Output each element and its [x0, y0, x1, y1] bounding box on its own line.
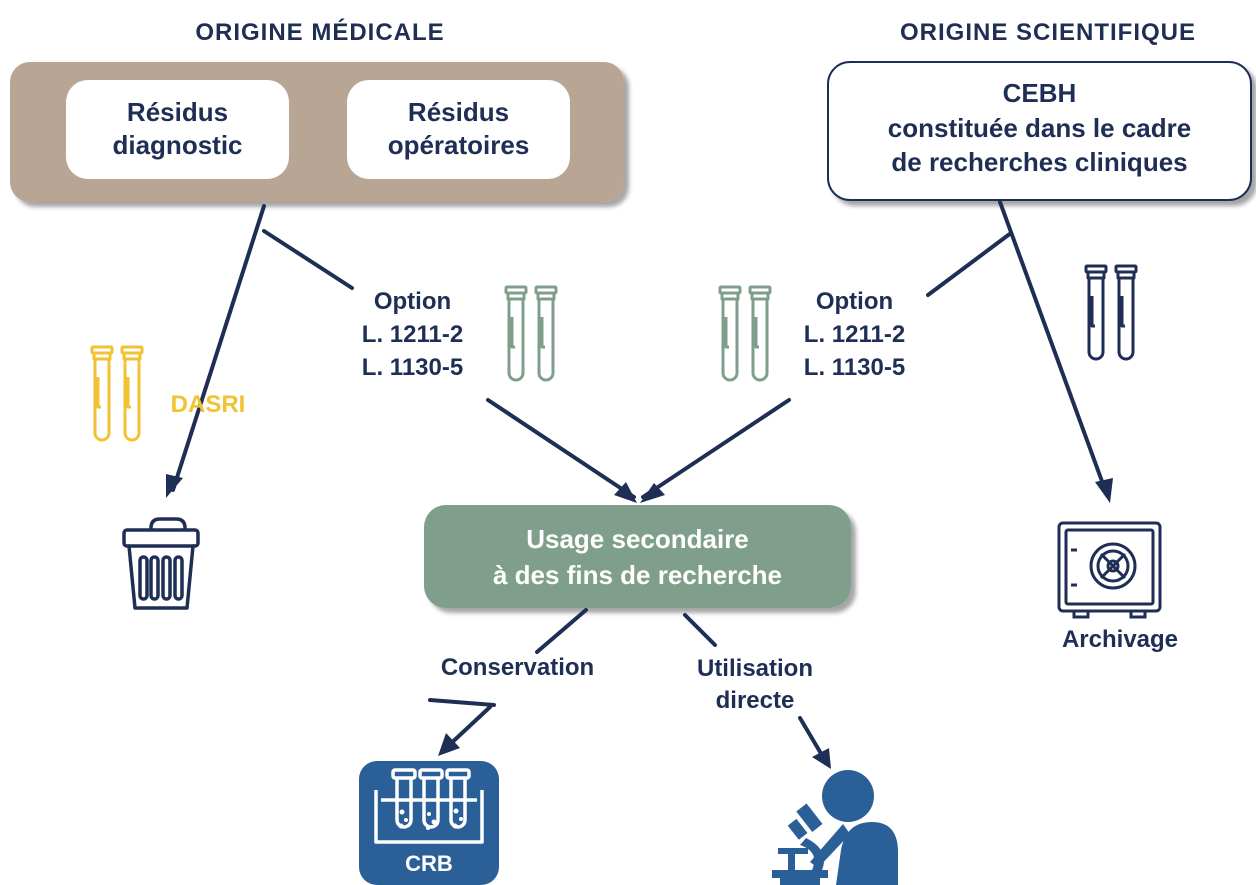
test-tubes-icon [718, 285, 772, 382]
option-left-label: Option L. 1211-2 L. 1130-5 [361, 288, 464, 382]
arrow-to-researcher [812, 748, 831, 769]
usage-secondaire-label: Usage secondaire à des fins de recherche [492, 524, 783, 590]
residus-diagnostic-box [66, 80, 289, 179]
conservation-label: Conservation [440, 654, 595, 681]
microscope-researcher-icon [772, 770, 898, 885]
crb-label: CRB [405, 851, 453, 876]
test-tubes-icon [1084, 264, 1138, 361]
connector-lines [171, 200, 1109, 764]
option-right-label: Option L. 1211-2 L. 1130-5 [803, 288, 906, 382]
scientific-origin-title: ORIGINE SCIENTIFIQUE [899, 19, 1197, 46]
safe-icon [1057, 521, 1162, 619]
residus-operatoires-box [347, 80, 570, 179]
medical-origin-title: ORIGINE MÉDICALE [195, 19, 445, 46]
residus-operatoires-label: Résidus opératoires [387, 97, 530, 160]
usage-secondaire-box [424, 505, 851, 608]
arrow-to-crb [438, 733, 460, 756]
test-tubes-icon [504, 285, 558, 382]
arrow-to-archivage [1095, 478, 1113, 503]
cebh-label: CEBH constituée dans le cadre de recherc… [887, 78, 1192, 178]
test-tubes-icon [90, 345, 144, 442]
scientific-origin-box [827, 61, 1252, 201]
arrowheads [166, 474, 1113, 769]
utilisation-directe-label: Utilisation directe [696, 655, 813, 714]
trash-icon [122, 517, 200, 610]
arrow-to-center-left [614, 482, 637, 503]
arrow-to-center-right [640, 483, 665, 503]
test-tube-rack-icon [359, 761, 499, 885]
archivage-label: Archivage [1061, 626, 1179, 653]
arrow-to-trash [166, 474, 183, 498]
residus-diagnostic-label: Résidus diagnostic [112, 97, 243, 160]
dasri-label: DASRI [170, 391, 246, 418]
